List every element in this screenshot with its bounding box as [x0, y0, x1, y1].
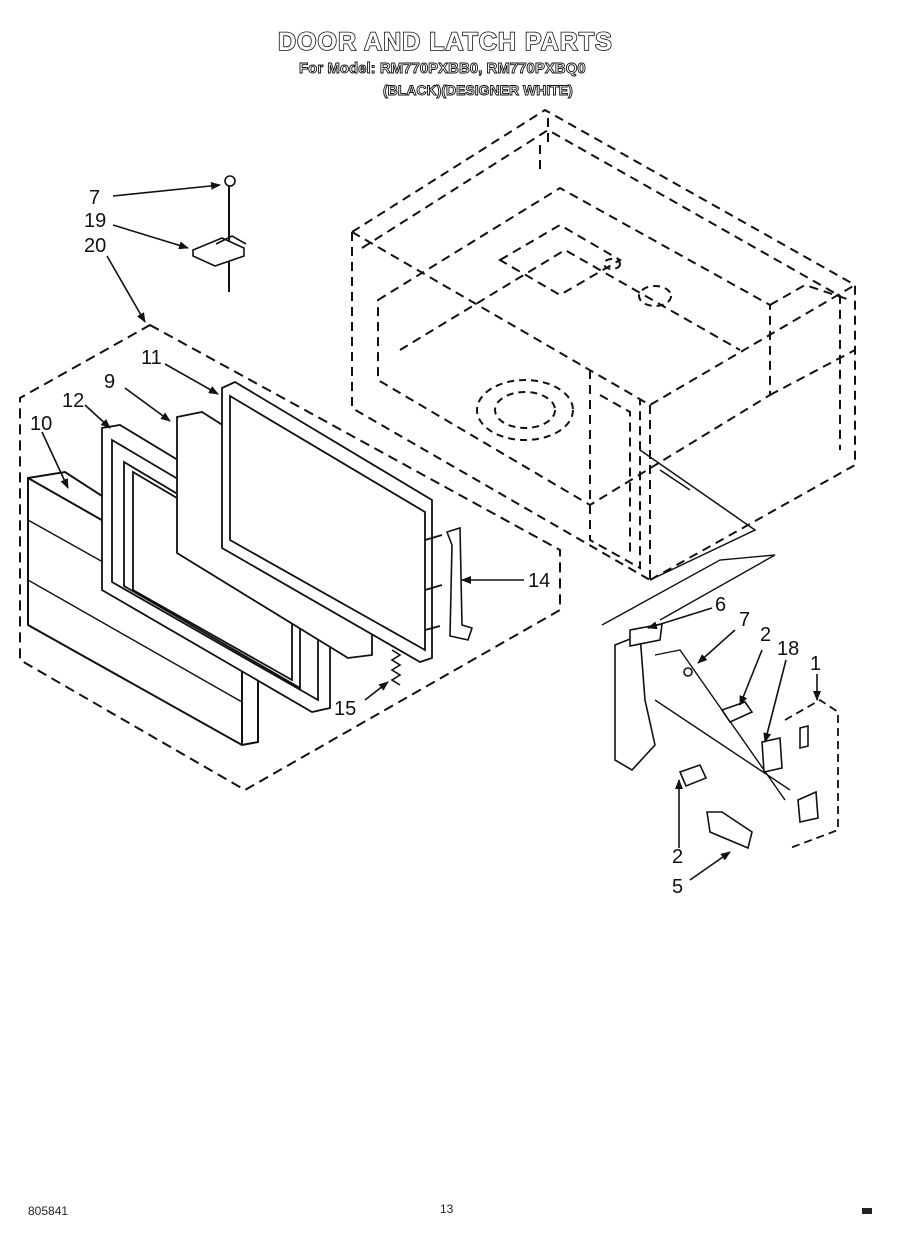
callout-5-bracket: 5	[672, 876, 683, 898]
latch-hook	[445, 526, 474, 641]
door-assembly-box	[19, 323, 561, 792]
callout-18-switch: 18	[777, 638, 799, 660]
latch-spring	[390, 649, 402, 686]
callout-19-bracket: 19	[84, 210, 106, 232]
callout-2-switch-lower: 2	[672, 846, 683, 868]
callout-6-plate: 6	[715, 594, 726, 616]
switch-group-box	[784, 698, 839, 849]
switch-parts	[614, 623, 819, 850]
callout-10-door-panel: 10	[30, 413, 52, 435]
callout-1-switch-group: 1	[810, 653, 821, 675]
oven-cavity-outline	[351, 108, 856, 581]
callout-14-latch: 14	[528, 570, 550, 592]
callout-12-frame: 12	[62, 390, 84, 412]
callout-7-screw: 7	[89, 187, 100, 209]
hinge-parts	[192, 175, 247, 292]
callout-15-spring: 15	[334, 698, 356, 720]
callout-20-door-assembly: 20	[84, 235, 106, 257]
callout-11-inner-frame: 11	[141, 347, 162, 369]
switch-plate-outline	[601, 554, 776, 626]
callout-2-switch-upper: 2	[760, 624, 771, 646]
callout-7-screw-latch: 7	[739, 609, 750, 631]
callout-9-glass: 9	[104, 371, 115, 393]
page-number: 13	[440, 1202, 454, 1216]
color-line: (BLACK)(DESIGNER WHITE)	[383, 82, 574, 99]
document-number: 805841	[28, 1204, 69, 1218]
model-line: For Model: RM770PXBB0, RM770PXBQ0	[299, 60, 587, 78]
page-title: DOOR AND LATCH PARTS	[277, 27, 613, 57]
door-inner-frame	[221, 380, 443, 663]
corner-mark	[862, 1208, 872, 1214]
cavity-floor-lines	[639, 449, 757, 581]
turntable-hints	[476, 258, 672, 441]
leader-arrows	[41, 181, 821, 881]
page-title-wrap: DOOR AND LATCH PARTS	[277, 27, 613, 57]
